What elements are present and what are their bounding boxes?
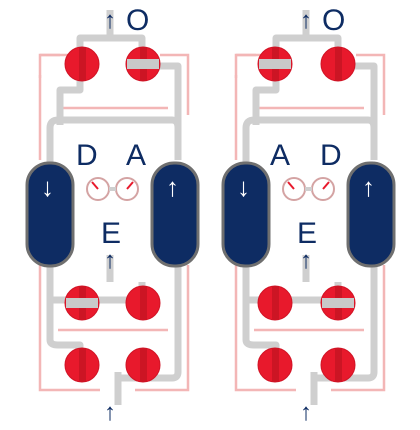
right-unit: ↑ O A D ↓ ↑ E ↑ ↑ — [223, 4, 394, 426]
right-vessel-left-arrow: ↓ — [237, 172, 250, 202]
left-valve-mid-right — [125, 285, 161, 321]
left-vessel-right-arrow: ↑ — [166, 172, 179, 202]
left-exhaust-arrow: ↑ — [104, 247, 116, 274]
right-exhaust-label: E — [297, 217, 317, 250]
left-vessel-left-arrow: ↓ — [41, 172, 54, 202]
right-outlet-arrow: ↑ — [300, 7, 312, 34]
right-inlet-arrow: ↑ — [300, 399, 312, 426]
left-valve-bottom-left — [64, 347, 100, 383]
right-valve-mid-right — [320, 285, 356, 321]
left-vessel-right-label: A — [126, 139, 146, 172]
right-valve-top-right — [320, 46, 356, 82]
left-unit: ↑ O D A ↓ ↑ E ↑ ↑ — [27, 4, 198, 426]
left-outlet-arrow: ↑ — [104, 7, 116, 34]
right-valve-bottom-left — [257, 347, 293, 383]
right-exhaust-arrow: ↑ — [300, 247, 312, 274]
right-vessel-right-arrow: ↑ — [362, 172, 375, 202]
left-inlet-arrow: ↑ — [104, 399, 116, 426]
right-valve-top-left — [257, 46, 293, 82]
right-vessel-right-label: D — [320, 139, 342, 172]
right-valve-mid-left — [257, 285, 293, 321]
left-valve-top-left — [64, 46, 100, 82]
left-valve-bottom-right — [125, 347, 161, 383]
right-valve-bottom-right — [320, 347, 356, 383]
right-outlet-label: O — [322, 4, 345, 37]
right-vessel-left-label: A — [270, 139, 290, 172]
left-valve-mid-left — [64, 285, 100, 321]
left-exhaust-label: E — [101, 217, 121, 250]
left-valve-top-right — [125, 46, 161, 82]
left-outlet-label: O — [126, 4, 149, 37]
left-vessel-left-label: D — [76, 139, 98, 172]
